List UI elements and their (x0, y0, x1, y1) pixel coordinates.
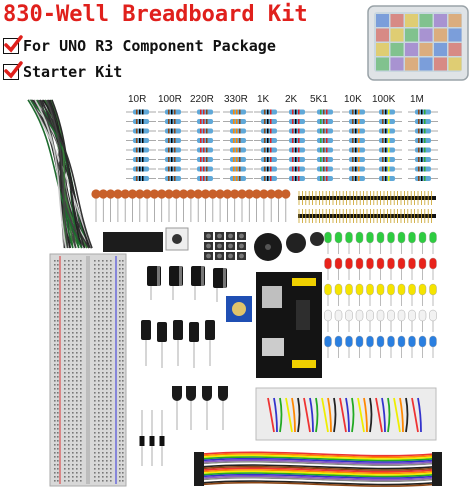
pin-headers (298, 191, 436, 223)
transistors (172, 386, 228, 430)
resistor-label: 1M (410, 94, 424, 105)
ceramic-capacitor-row (91, 189, 291, 222)
resistor-label: 330R (224, 94, 248, 105)
potentiometer (226, 296, 252, 322)
jumper-wire-kit-box (255, 387, 437, 441)
product-title: 830-Well Breadboard Kit (3, 2, 308, 27)
breadboard (49, 253, 127, 487)
resistor-label: 10K (344, 94, 362, 105)
diodes (139, 410, 165, 466)
resistor-label: 5K1 (310, 94, 328, 105)
resistor-label: 10R (128, 94, 147, 105)
jumper-wire-bundle (27, 99, 93, 249)
bullet-text: Starter Kit (23, 63, 123, 81)
resistor-label: 220R (190, 94, 214, 105)
led-grid (324, 231, 437, 358)
bullet-component-package: For UNO R3 Component Package (3, 35, 276, 55)
resistor-value-labels: 10R 100R 220R 330R 1K 2K 5K1 10K 100K 1M (120, 94, 445, 106)
resistor-label: 2K (285, 94, 298, 105)
buzzers (254, 232, 324, 261)
electrolytic-capacitors (141, 266, 227, 368)
checkmark-icon (3, 61, 23, 80)
resistor-label: 100R (158, 94, 182, 105)
bullet-starter-kit: Starter Kit (3, 61, 123, 81)
ic-chips (103, 227, 189, 252)
resistor-grid (126, 109, 438, 181)
storage-box-image (367, 5, 469, 81)
bullet-text: For UNO R3 Component Package (23, 37, 276, 55)
checkmark-icon (3, 35, 23, 54)
resistor-label: 1K (257, 94, 270, 105)
dupont-ribbon-cable (194, 451, 442, 487)
power-supply-module (256, 272, 322, 378)
push-buttons (204, 232, 246, 260)
resistor-label: 100K (372, 94, 396, 105)
